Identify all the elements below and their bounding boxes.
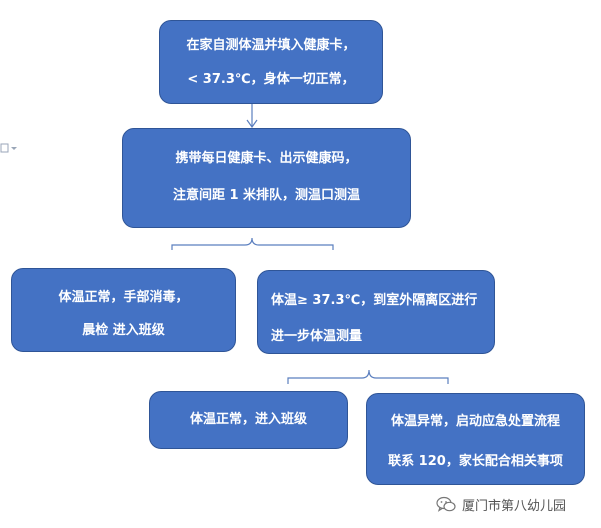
split-brace-top [171,237,334,250]
home-check-line2: < 37.3℃，身体一切正常， [187,72,355,87]
wechat-icon [436,496,456,512]
home-check-line1: 在家自测体温并填入健康卡， [186,38,356,53]
recheck-abnormal-line1: 体温异常，启动应急处置流程 [390,414,560,429]
arrow-head [246,119,258,129]
recheck-abnormal-line2: 联系 120，家长配合相关事项 [388,454,563,469]
normal-temp-line1: 体温正常，手部消毒， [58,290,189,305]
entry-health-code-box: 携带每日健康卡、出示健康码， 注意间距 1 米排队，测温口测温 [122,128,411,228]
bring-card-line2: 注意间距 1 米排队，测温口测温 [172,188,361,203]
high-temp-line2: 进一步体温测量 [271,329,363,344]
bring-card-line1: 携带每日健康卡、出示健康码， [175,151,358,166]
recheck-abnormal-box: 体温异常，启动应急处置流程 联系 120，家长配合相关事项 [366,393,585,485]
document-handle-icon [0,143,17,153]
watermark-text: 厦门市第八幼儿园 [462,499,567,514]
normal-temperature-box: 体温正常，手部消毒， 晨检 进入班级 [11,268,236,352]
high-temperature-box: 体温≥ 37.3℃，到室外隔离区进行 进一步体温测量 [257,270,495,354]
split-brace-bottom [287,369,449,384]
recheck-normal-line1: 体温正常，进入班级 [189,412,307,427]
high-temp-line1: 体温≥ 37.3℃，到室外隔离区进行 [271,293,478,308]
source-watermark: 厦门市第八幼儿园 [436,495,566,514]
recheck-normal-box: 体温正常，进入班级 [149,391,348,449]
home-temperature-check-box: 在家自测体温并填入健康卡， < 37.3℃，身体一切正常， [159,20,383,104]
normal-temp-line2: 晨检 进入班级 [82,323,165,338]
